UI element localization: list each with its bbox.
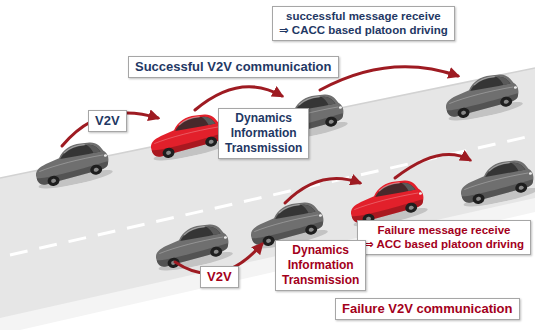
text-line: ⇒ CACC based platoon driving [279,23,448,37]
text-line: Transmission [225,141,302,156]
text-line: Information [225,126,302,141]
v2v-arrow [320,67,458,90]
text-line: Dynamics [282,243,359,258]
text-line: ⇒ ACC based platoon driving [364,237,524,251]
text-line: successful message receive [279,9,448,23]
transmission-label: Dynamics Information Transmission [218,108,309,159]
status-label: Failure V2V communication [335,298,520,320]
node-text: Dynamics Information Transmission [225,111,302,156]
node-text: Successful V2V communication [135,59,332,75]
node-text: Failure message receive ⇒ ACC based plat… [364,223,524,252]
node-text: Dynamics Information Transmission [282,243,359,288]
road [0,68,535,325]
text-line: Transmission [282,273,359,288]
result-label: successful message receive ⇒ CACC based … [272,6,455,41]
text-line: V2V [207,269,232,285]
car-grey [456,156,535,210]
text-line: Dynamics [225,111,302,126]
v2v-arrow [195,87,282,110]
text-line: Failure V2V communication [342,301,513,317]
text-line: Information [282,258,359,273]
text-line: V2V [95,113,120,129]
v2v-arrow [285,179,360,204]
node-text: Failure V2V communication [342,301,513,317]
status-label: Successful V2V communication [128,56,339,78]
text-line: Failure message receive [364,223,524,237]
lane-divider [10,135,535,255]
road-edge [0,198,535,330]
node-text: V2V [95,113,120,129]
node-text: successful message receive ⇒ CACC based … [279,9,448,38]
transmission-label: Dynamics Information Transmission [275,240,366,291]
car-grey [31,138,114,192]
v2v-arrow [395,154,470,178]
v2v-label: V2V [88,110,127,132]
text-line: Successful V2V communication [135,59,332,75]
result-label: Failure message receive ⇒ ACC based plat… [357,220,531,255]
node-text: V2V [207,269,232,285]
v2v-label: V2V [200,266,239,288]
car-grey [441,70,524,124]
